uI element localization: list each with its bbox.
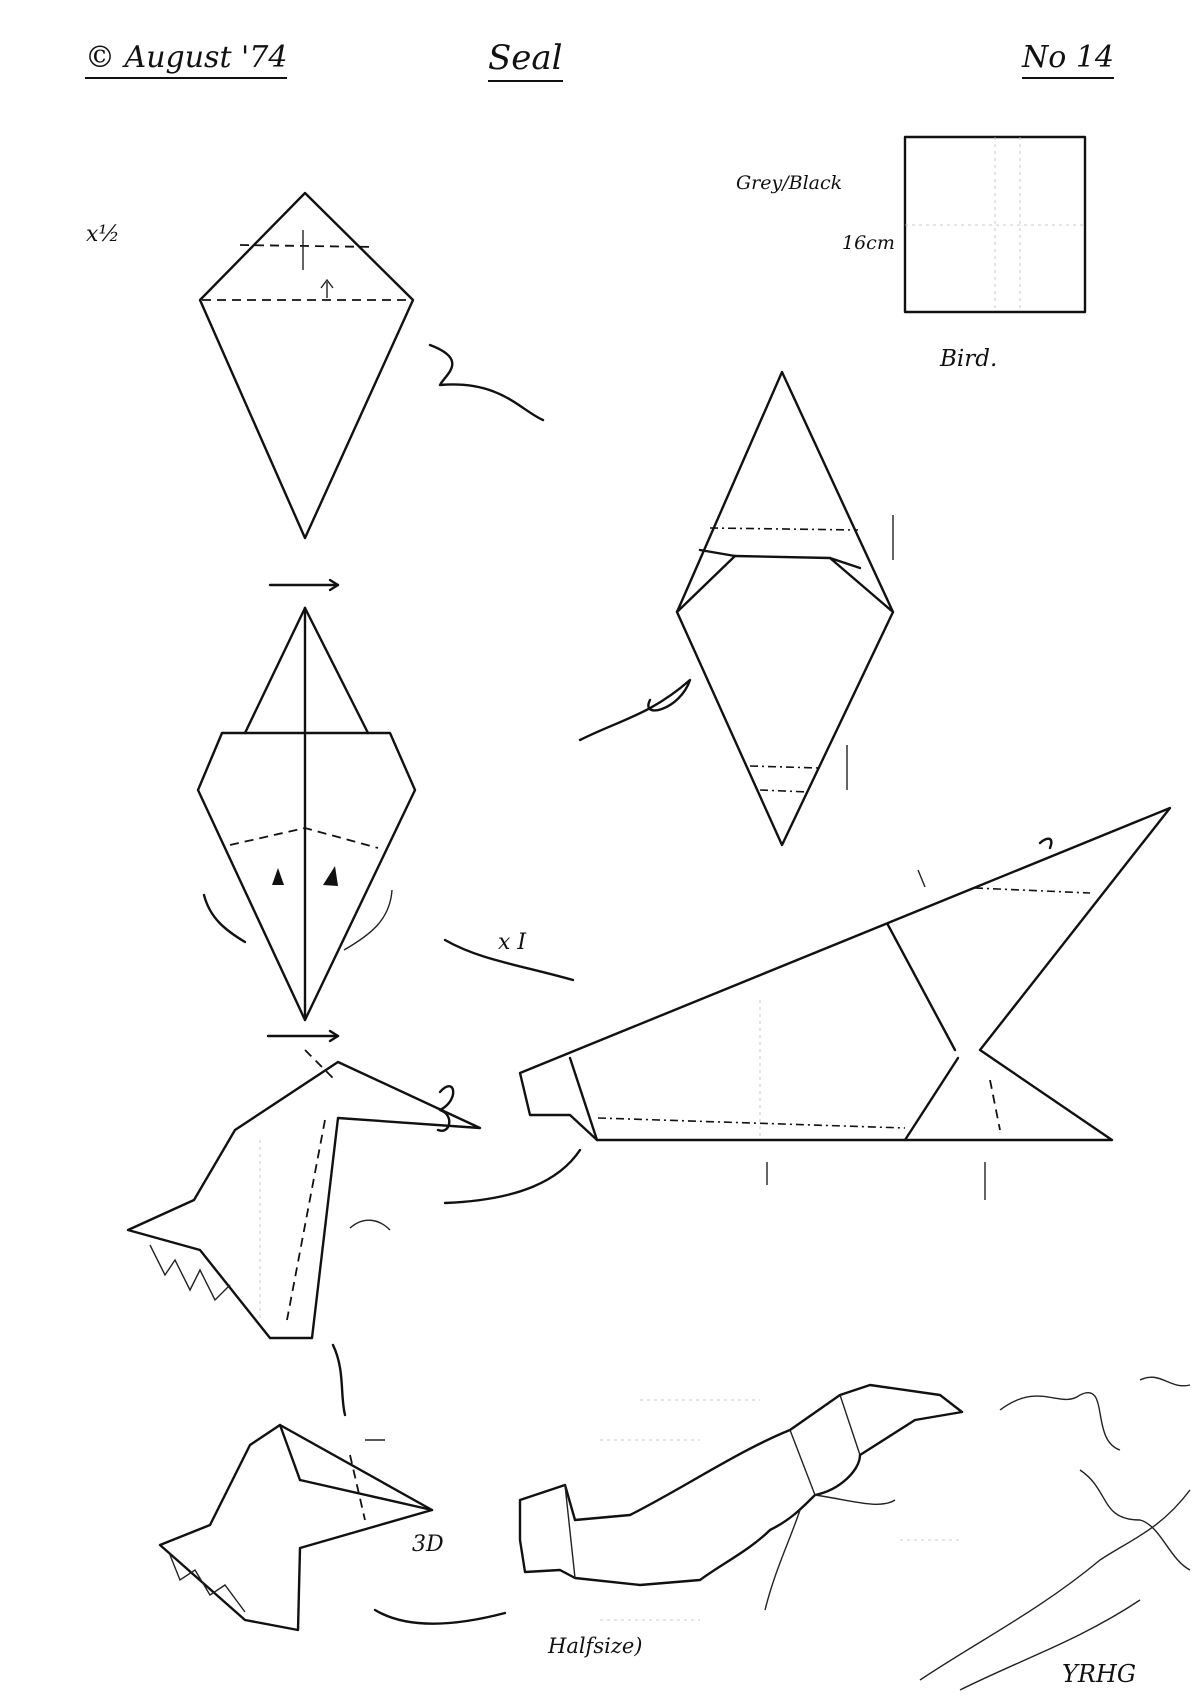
step-1-kite [198, 191, 415, 540]
copyright-text: © August '74 [85, 40, 288, 79]
diagram-number-text: No 14 [1022, 40, 1115, 79]
step-7-seal-head [158, 1423, 434, 1632]
signature: YRHG [1062, 1660, 1137, 1688]
scale-label: x½ [86, 222, 120, 247]
arrow-step5-to-step6 [443, 1148, 582, 1205]
paper-color-label: Grey/Black [736, 172, 843, 194]
model-title: Seal [488, 38, 563, 82]
arrow-step1-to-step3 [428, 343, 545, 422]
bird-base-square [903, 135, 1087, 314]
base-name-label: Bird. [940, 346, 998, 372]
paper-size-label: 16cm [842, 232, 895, 254]
arrow-step6-to-step7 [331, 1343, 347, 1417]
diagram-number: No 14 [1022, 40, 1140, 79]
step-5-folded [518, 806, 1172, 1200]
step-6-seal-body [126, 1049, 482, 1340]
shore-waves [919, 1376, 1191, 1691]
arrow-step7-to-final [373, 1608, 507, 1625]
copyright-date: © August '74 [85, 40, 288, 79]
repeat-label: x I [498, 930, 527, 955]
model-title-text: Seal [488, 38, 563, 82]
arrow-step4-to-step5 [443, 938, 575, 982]
step-3-diamond [675, 370, 895, 847]
final-seal [518, 1383, 964, 1621]
three-d-label: 3D [412, 1532, 444, 1557]
arrow-step3-to-step4 [578, 678, 692, 742]
step-4-base [196, 578, 417, 1043]
final-size-label: Halfsize) [548, 1634, 643, 1658]
